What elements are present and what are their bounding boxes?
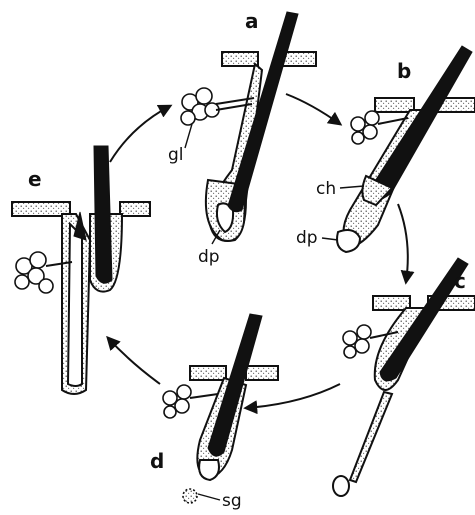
panel-e-new-hair <box>94 146 112 283</box>
panel-a-hair-shaft <box>228 12 298 212</box>
panel-a-label: a <box>245 9 259 33</box>
panel-d-follicle: d sg <box>150 314 278 511</box>
panel-b-label: b <box>397 59 411 83</box>
panel-a-follicle: a gl dp <box>168 9 316 267</box>
panel-c-label: c <box>454 269 466 293</box>
dp-label-b: dp <box>296 228 318 248</box>
gl-label: gl <box>168 145 184 165</box>
panel-c-follicle: c <box>333 258 475 496</box>
sg-leader <box>198 494 220 500</box>
panel-e-skin-surface <box>12 202 150 216</box>
arrow-d-to-e <box>108 338 160 384</box>
arrow-c-to-d <box>246 384 340 408</box>
arrow-b-to-c <box>398 204 408 282</box>
dp-leader-b <box>322 238 338 240</box>
panel-c-epithelial-strand <box>350 392 392 482</box>
panel-a-skin-surface <box>222 52 316 66</box>
arrow-a-to-b <box>286 94 340 124</box>
panel-b-dermal-papilla <box>337 230 360 252</box>
panel-e-old-club-hair <box>68 224 82 386</box>
panel-d-germ <box>199 460 219 480</box>
panel-d-secondary-germ <box>183 489 197 503</box>
sg-label: sg <box>222 491 242 511</box>
ch-leader <box>340 186 364 188</box>
panel-d-label: d <box>150 449 164 473</box>
arrow-e-to-a <box>110 106 170 162</box>
panel-c-dermal-papilla <box>333 476 349 496</box>
panel-b-follicle: b ch dp <box>296 46 475 252</box>
panel-e-follicle: e <box>12 146 150 394</box>
dp-label-a: dp <box>198 247 220 267</box>
gl-leader <box>185 124 192 148</box>
ch-label: ch <box>316 179 336 199</box>
panel-e-label: e <box>28 167 42 191</box>
